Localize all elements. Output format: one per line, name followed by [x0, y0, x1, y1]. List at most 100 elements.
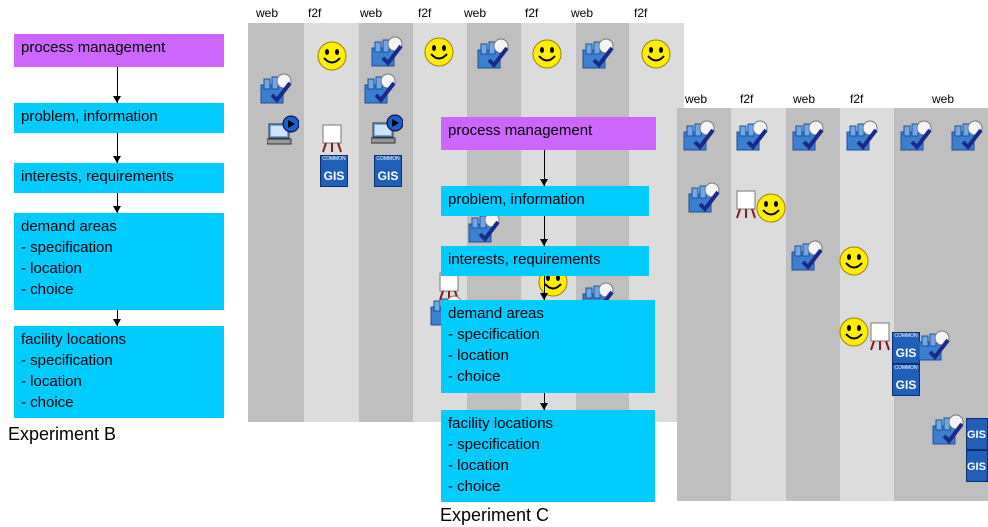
box-label: - choice	[21, 281, 74, 298]
box-label: interests, requirements	[448, 251, 601, 268]
smiley-icon	[838, 245, 870, 277]
process-management-box: process management	[14, 34, 224, 67]
timeline-b-column	[304, 23, 359, 422]
web-platform-icon	[468, 212, 500, 244]
timeline-b-header: web	[464, 6, 487, 20]
flow-arrow	[113, 310, 123, 326]
timeline-b-header: web	[360, 6, 383, 20]
flow-arrow	[540, 276, 550, 300]
box-label: - location	[21, 260, 82, 277]
smiley-icon	[316, 40, 348, 72]
web-platform-icon	[582, 38, 614, 70]
gis-icon: GIS	[966, 450, 988, 482]
timeline-c-header: web	[932, 92, 955, 106]
web-platform-icon	[371, 36, 403, 68]
timeline-c-header: web	[793, 92, 816, 106]
experiment-b-caption: Experiment B	[8, 424, 117, 444]
web-platform-icon	[260, 73, 292, 105]
box-label: facility locations	[448, 415, 554, 432]
box-label: - location	[21, 373, 82, 390]
box-label: facility locations	[21, 331, 127, 348]
box-label: process management	[448, 122, 593, 139]
experiment-c-caption: Experiment C	[440, 505, 550, 525]
box-label: - specification	[448, 326, 540, 343]
gis-icon: GIS	[966, 418, 988, 450]
timeline-c-column	[840, 108, 894, 501]
web-platform-icon	[364, 73, 396, 105]
flow-arrow	[540, 150, 550, 186]
timeline-c-column	[677, 108, 731, 501]
gis-icon-banner: COMMON	[322, 156, 346, 162]
box-label: - choice	[448, 478, 501, 495]
timeline-c-header: f2f	[850, 92, 864, 106]
demand-areas-box: demand areas - specification - location …	[14, 213, 224, 310]
process-management-box: process management	[441, 117, 656, 150]
interests-requirements-box: interests, requirements	[441, 246, 649, 276]
box-label: demand areas	[448, 305, 544, 322]
problem-information-box: problem, information	[14, 103, 224, 133]
flow-arrow	[540, 216, 550, 246]
interests-requirements-box: interests, requirements	[14, 163, 224, 193]
web-platform-icon	[900, 120, 932, 152]
smiley-icon	[640, 38, 672, 70]
timeline-b-header: f2f	[308, 6, 322, 20]
box-label: demand areas	[21, 218, 117, 235]
smiley-icon	[423, 36, 455, 68]
timeline-b-header: web	[256, 6, 279, 20]
web-platform-icon	[918, 330, 950, 362]
box-label: process management	[21, 39, 166, 56]
box-label: - specification	[21, 239, 113, 256]
gis-icon: COMMON GIS	[892, 364, 920, 396]
web-platform-icon	[791, 240, 823, 272]
web-platform-icon	[477, 38, 509, 70]
box-label: problem, information	[21, 108, 158, 125]
computer-icon	[267, 114, 299, 146]
smiley-icon	[531, 38, 563, 70]
gis-icon-banner: COMMON	[894, 333, 918, 339]
gis-icon: COMMON GIS	[374, 155, 402, 187]
gis-icon-label: GIS	[895, 346, 917, 360]
timeline-b-header: web	[571, 6, 594, 20]
computer-icon	[371, 113, 403, 145]
gis-icon-label: GIS	[323, 169, 345, 183]
gis-icon-label: GIS	[967, 429, 986, 441]
flipchart-icon	[316, 122, 348, 154]
gis-icon-label: GIS	[895, 378, 917, 392]
timeline-b-header: f2f	[634, 6, 648, 20]
timeline-c-header: f2f	[740, 92, 754, 106]
box-label: interests, requirements	[21, 168, 174, 185]
facility-locations-box: facility locations - specification - loc…	[441, 410, 655, 502]
web-platform-icon	[932, 414, 964, 446]
box-label: - location	[448, 457, 509, 474]
problem-information-box: problem, information	[441, 186, 649, 216]
web-platform-icon	[792, 120, 824, 152]
box-label: - specification	[448, 436, 540, 453]
timeline-b-header: f2f	[525, 6, 539, 20]
gis-icon: COMMON GIS	[892, 332, 920, 364]
timeline-b-header: f2f	[418, 6, 432, 20]
timeline-c-column	[786, 108, 840, 501]
web-platform-icon	[951, 120, 983, 152]
facility-locations-box: facility locations - specification - loc…	[14, 326, 224, 418]
web-platform-icon	[683, 120, 715, 152]
gis-icon: COMMON GIS	[320, 155, 348, 187]
gis-icon-label: GIS	[377, 169, 399, 183]
demand-areas-box: demand areas - specification - location …	[441, 300, 655, 393]
box-label: problem, information	[448, 191, 585, 208]
box-label: - choice	[448, 368, 501, 385]
web-platform-icon	[688, 182, 720, 214]
timeline-c-column	[731, 108, 786, 501]
gis-icon-label: GIS	[967, 461, 986, 473]
flow-arrow	[113, 67, 123, 103]
flow-arrow	[540, 393, 550, 410]
box-label: - location	[448, 347, 509, 364]
box-label: - specification	[21, 352, 113, 369]
gis-icon-banner: COMMON	[894, 365, 918, 371]
box-label: - choice	[21, 394, 74, 411]
flow-arrow	[113, 133, 123, 163]
web-platform-icon	[736, 120, 768, 152]
timeline-c-header: web	[685, 92, 708, 106]
smiley-icon	[755, 192, 787, 224]
web-platform-icon	[846, 120, 878, 152]
flow-arrow	[113, 193, 123, 213]
